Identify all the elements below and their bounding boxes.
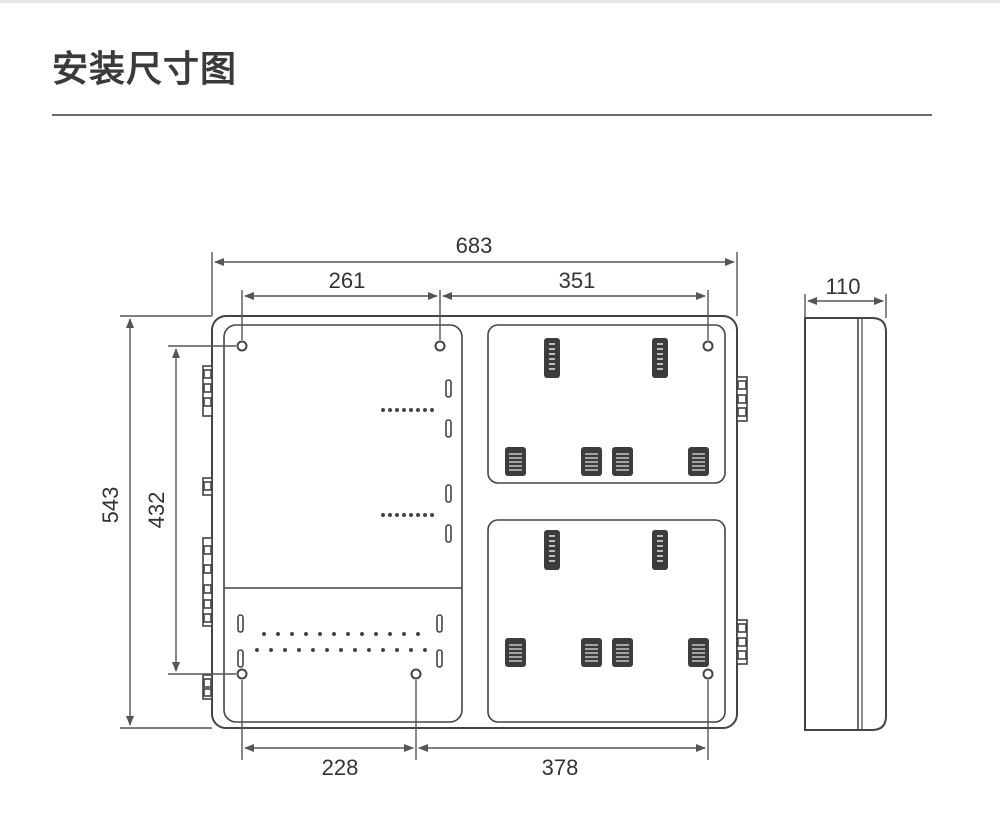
top-border [0, 0, 1000, 3]
dim-right-hole-spacing: 351 [559, 268, 596, 293]
dimension-lines [120, 252, 887, 760]
dim-inner-hole-height: 432 [144, 492, 169, 529]
mounting-holes [236, 340, 714, 680]
left-panel-slots [237, 379, 452, 668]
dim-overall-width: 683 [456, 233, 493, 258]
left-side-clips [202, 365, 213, 700]
dimension-labels: 683 261 351 228 378 110 543 432 [98, 233, 861, 780]
terminal-dots [255, 408, 434, 652]
enclosure-front-view [211, 315, 738, 729]
dim-depth: 110 [825, 274, 860, 299]
dim-overall-height: 543 [98, 487, 123, 524]
dim-bottom-left-spacing: 228 [322, 755, 359, 780]
enclosure-side-view [804, 317, 887, 731]
right-side-clips [736, 376, 748, 665]
title-divider [52, 114, 932, 116]
dim-bottom-right-spacing: 378 [542, 755, 579, 780]
meter-modules [504, 338, 710, 668]
dim-left-hole-spacing: 261 [329, 268, 366, 293]
page-title: 安装尺寸图 [52, 49, 238, 90]
